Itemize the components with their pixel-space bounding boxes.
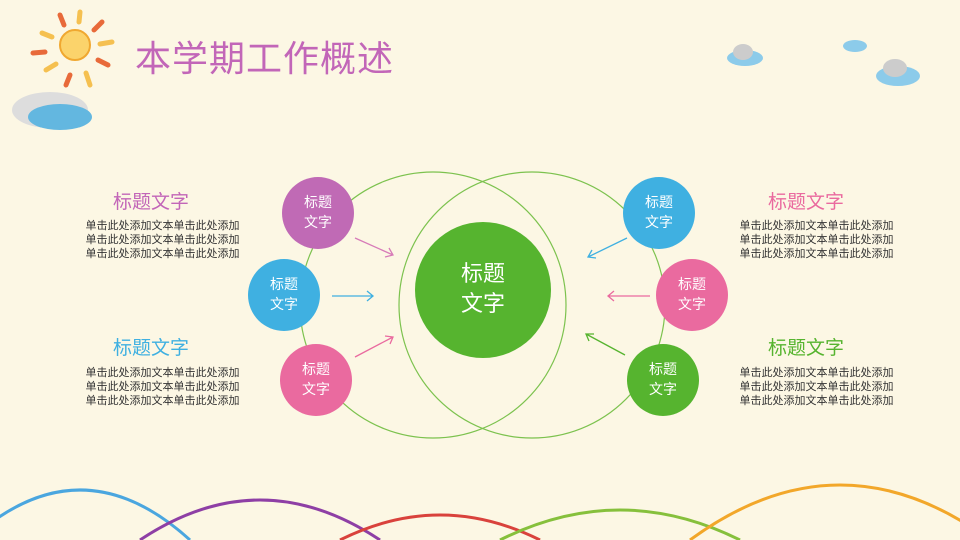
node-line2: 文字 xyxy=(302,382,330,398)
center-line1: 标题 xyxy=(460,262,505,287)
node-circle: 标题文字 xyxy=(656,259,728,331)
body-line: 单击此处添加文本单击此处添加 xyxy=(739,219,894,232)
node-line1: 标题 xyxy=(645,195,673,211)
node-circle: 标题文字 xyxy=(248,259,320,331)
body-line: 单击此处添加文本单击此处添加 xyxy=(739,247,894,260)
node-line2: 文字 xyxy=(270,297,298,313)
body-line: 单击此处添加文本单击此处添加 xyxy=(739,380,894,393)
body-line: 单击此处添加文本单击此处添加 xyxy=(739,394,894,407)
body-line: 单击此处添加文本单击此处添加 xyxy=(85,219,240,232)
page-title: 本学期工作概述 xyxy=(135,39,395,80)
block-heading: 标题文字 xyxy=(767,337,844,359)
body-line: 单击此处添加文本单击此处添加 xyxy=(85,233,240,246)
block-heading: 标题文字 xyxy=(112,191,189,213)
body-line: 单击此处添加文本单击此处添加 xyxy=(739,366,894,379)
node-line1: 标题 xyxy=(304,195,332,211)
decor-hills xyxy=(0,483,960,540)
node-circle: 标题文字 xyxy=(282,177,354,249)
cloud-icon xyxy=(12,92,92,130)
block-body: 单击此处添加文本单击此处添加单击此处添加文本单击此处添加单击此处添加文本单击此处… xyxy=(729,366,904,408)
body-line: 单击此处添加文本单击此处添加 xyxy=(85,366,240,379)
cloud-icon xyxy=(727,40,920,86)
node-line2: 文字 xyxy=(678,297,706,313)
body-line: 单击此处添加文本单击此处添加 xyxy=(85,247,240,260)
block-heading: 标题文字 xyxy=(112,337,189,359)
block-body: 单击此处添加文本单击此处添加单击此处添加文本单击此处添加单击此处添加文本单击此处… xyxy=(75,219,250,261)
node-line2: 文字 xyxy=(649,382,677,398)
body-line: 单击此处添加文本单击此处添加 xyxy=(739,233,894,246)
body-line: 单击此处添加文本单击此处添加 xyxy=(85,380,240,393)
node-line1: 标题 xyxy=(302,362,330,378)
block-heading: 标题文字 xyxy=(767,191,844,213)
sun-icon xyxy=(30,9,115,88)
center-circle: 标题 文字 xyxy=(415,222,551,358)
block-body: 单击此处添加文本单击此处添加单击此处添加文本单击此处添加单击此处添加文本单击此处… xyxy=(75,366,250,408)
center-line2: 文字 xyxy=(460,292,505,317)
block-body: 单击此处添加文本单击此处添加单击此处添加文本单击此处添加单击此处添加文本单击此处… xyxy=(729,219,904,261)
node-line2: 文字 xyxy=(304,215,332,231)
node-line1: 标题 xyxy=(270,277,298,293)
body-line: 单击此处添加文本单击此处添加 xyxy=(85,394,240,407)
node-circle: 标题文字 xyxy=(280,344,352,416)
node-line1: 标题 xyxy=(649,362,677,378)
node-line2: 文字 xyxy=(645,215,673,231)
node-circle: 标题文字 xyxy=(627,344,699,416)
node-line1: 标题 xyxy=(678,277,706,293)
node-circle: 标题文字 xyxy=(623,177,695,249)
arrows xyxy=(332,237,650,358)
